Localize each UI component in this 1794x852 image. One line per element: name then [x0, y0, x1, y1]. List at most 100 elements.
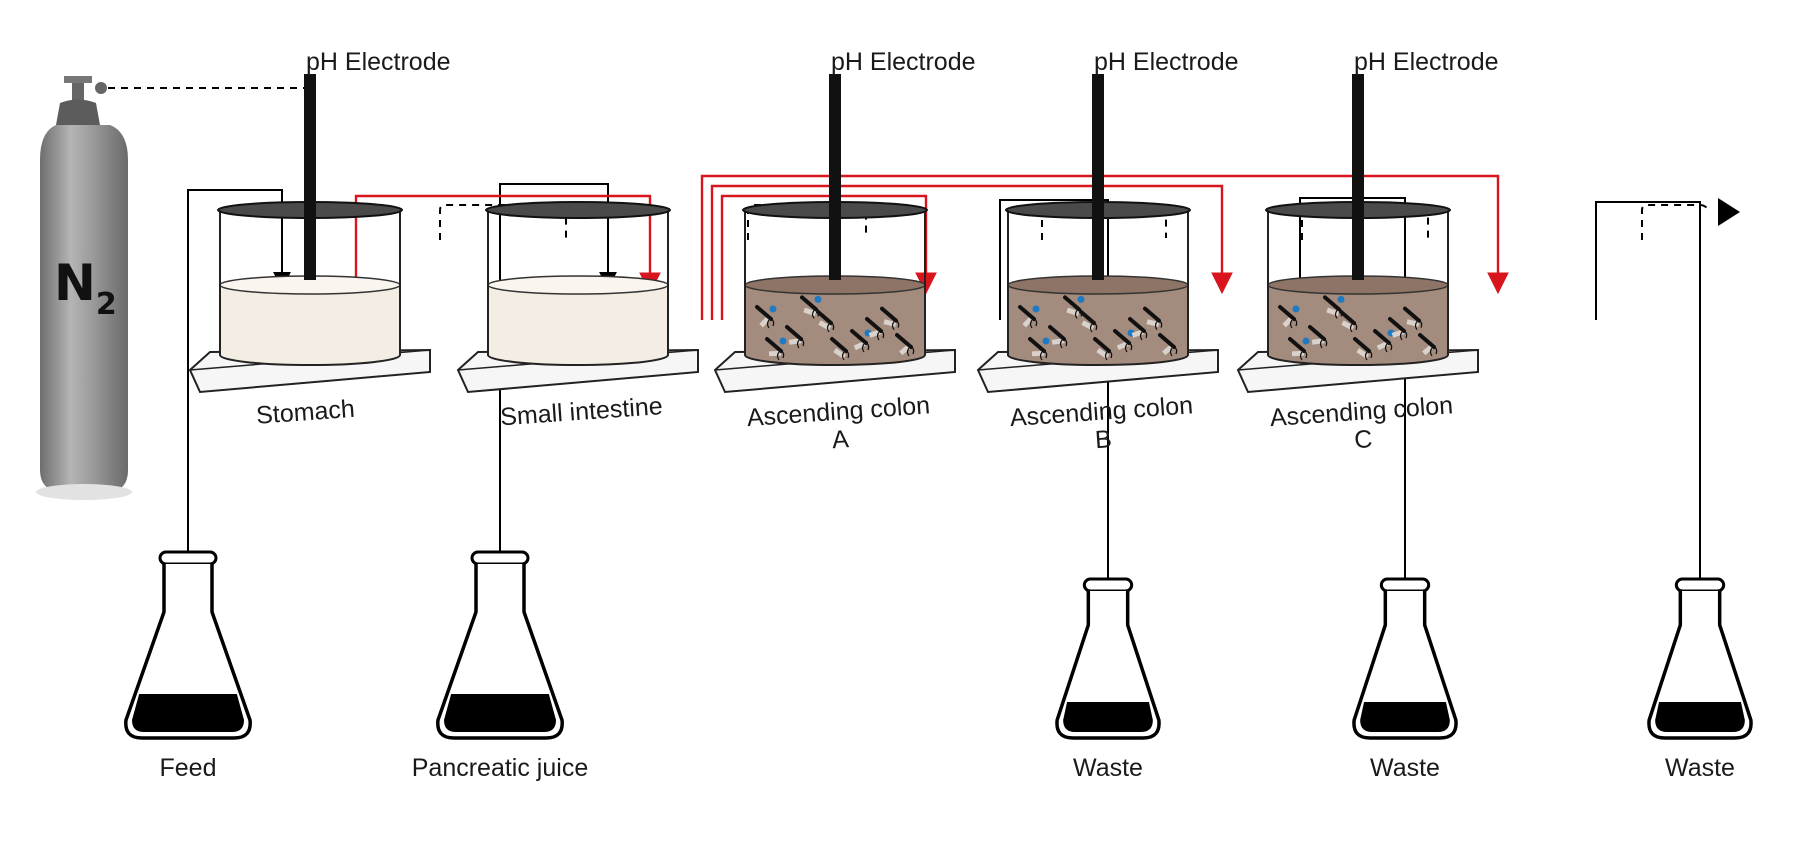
flask-label-waste-a: Waste [1073, 754, 1143, 782]
bacterium-flagella [776, 350, 785, 361]
flask-label-waste-c: Waste [1665, 754, 1735, 782]
bacterium [1018, 305, 1036, 321]
glass-wall-ascending-colon-a [744, 210, 926, 366]
flask-waste-c [1647, 577, 1753, 740]
vessel-layer [188, 74, 1479, 394]
medium-ascending-colon-a [745, 285, 925, 365]
bacterium-flagella [1299, 350, 1308, 361]
flask-rim [470, 550, 530, 566]
flask-feed [124, 550, 252, 740]
bacterium [1388, 317, 1406, 333]
particle [1311, 338, 1325, 345]
flask-rim [1082, 577, 1134, 593]
bacterium [1143, 306, 1161, 323]
bacterium [765, 337, 783, 353]
feed-line [187, 189, 291, 690]
ph-electrode-ascending-colon-a [829, 74, 841, 280]
cylinder-shadow [36, 484, 132, 500]
vessel-label-line: A [831, 425, 850, 454]
flask-liquid [1360, 702, 1450, 732]
bacterium [895, 333, 913, 349]
vessel-ascending-colon-c [1236, 74, 1479, 394]
bacterium [1418, 333, 1436, 349]
vessel-label-small-intestine: Small intestine [499, 392, 663, 431]
flask-waste-a [1055, 577, 1161, 740]
vessel-small-intestine [456, 201, 699, 394]
particle [1051, 338, 1065, 345]
bacterium-flagella [1104, 350, 1113, 361]
nitrogen-gas-cylinder: N2 [36, 76, 132, 500]
bacterium-flagella [891, 320, 900, 330]
cylinder-label-subscript: 2 [96, 287, 117, 322]
bacterium-flagella [1089, 322, 1098, 333]
bacterium [1113, 329, 1131, 345]
bacterium-flagella [1039, 350, 1048, 361]
microbe-dot [1337, 295, 1345, 303]
bacterium [880, 306, 898, 323]
vessel-stomach [188, 74, 431, 394]
waste-line-colon-a [999, 199, 1117, 680]
bacterium [1308, 325, 1326, 341]
glass-wall-stomach [219, 210, 401, 366]
flask-waste-b [1352, 577, 1458, 740]
microbe-dot [1077, 295, 1085, 303]
bacterium [1048, 325, 1066, 341]
vessel-label-stomach: Stomach [255, 395, 355, 430]
flask-pancreatic-juice [436, 550, 564, 740]
bacterium-flagella [1399, 330, 1408, 341]
bacterium-flagella [1334, 308, 1343, 319]
flask-body [1352, 591, 1458, 740]
flask-liquid [444, 694, 556, 732]
bacterium [755, 305, 773, 321]
cylinder-label: N2 [54, 254, 117, 322]
vessel-label-line: B [1094, 425, 1113, 454]
medium-ascending-colon-b [1008, 285, 1188, 365]
medium-ascending-colon-c [1268, 285, 1448, 365]
flask-body [1055, 591, 1161, 740]
bacterium-flagella [1124, 342, 1133, 353]
ph-electrode-label-ascending-colon-b: pH Electrode [1094, 48, 1239, 76]
vessel-ascending-colon-b [976, 74, 1219, 394]
bacterium-flagella [841, 350, 850, 361]
ph-electrode-label-stomach: pH Electrode [306, 48, 451, 76]
cylinder-valve-handle [64, 76, 92, 83]
bacterium-flagella [1289, 318, 1298, 329]
bacterium-flagella [1364, 350, 1373, 361]
pancreatic-juice-line [499, 183, 617, 690]
microbe-dot [1042, 337, 1050, 345]
medium-stomach [220, 285, 400, 365]
microbe-dot [814, 295, 822, 303]
flask-rim [1674, 577, 1726, 593]
bacterium-flagella [1074, 308, 1083, 319]
bacterium [785, 325, 803, 341]
bacterium-flagella [861, 342, 870, 353]
ph-control-line-stomach [354, 194, 661, 322]
outflow-colon-c [1641, 204, 1711, 240]
ph-electrode-label-ascending-colon-c: pH Electrode [1354, 48, 1499, 76]
particle [788, 338, 802, 345]
glass-wall-ascending-colon-c [1267, 210, 1449, 366]
ph-electrode-label-ascending-colon-a: pH Electrode [831, 48, 976, 76]
bacterium [1158, 333, 1176, 349]
cylinder-valve-stem [72, 83, 84, 103]
flask-body [1647, 591, 1753, 740]
medium-small-intestine [488, 285, 668, 365]
vessel-label-line: Small intestine [499, 392, 663, 431]
outflow-arrowhead [1718, 198, 1740, 226]
bacterium [1288, 337, 1306, 353]
bacterium [800, 295, 818, 312]
bacterium-flagella [796, 338, 805, 349]
cylinder-body [40, 125, 128, 492]
bacterium [1278, 305, 1296, 321]
vessel-ascending-colon-a [713, 74, 956, 394]
bacterium-flagella [1169, 346, 1178, 357]
bacterium-flagella [766, 318, 775, 329]
bacterium [1093, 337, 1111, 353]
bacterium-flagella [1029, 318, 1038, 329]
bacterium [1028, 337, 1046, 353]
